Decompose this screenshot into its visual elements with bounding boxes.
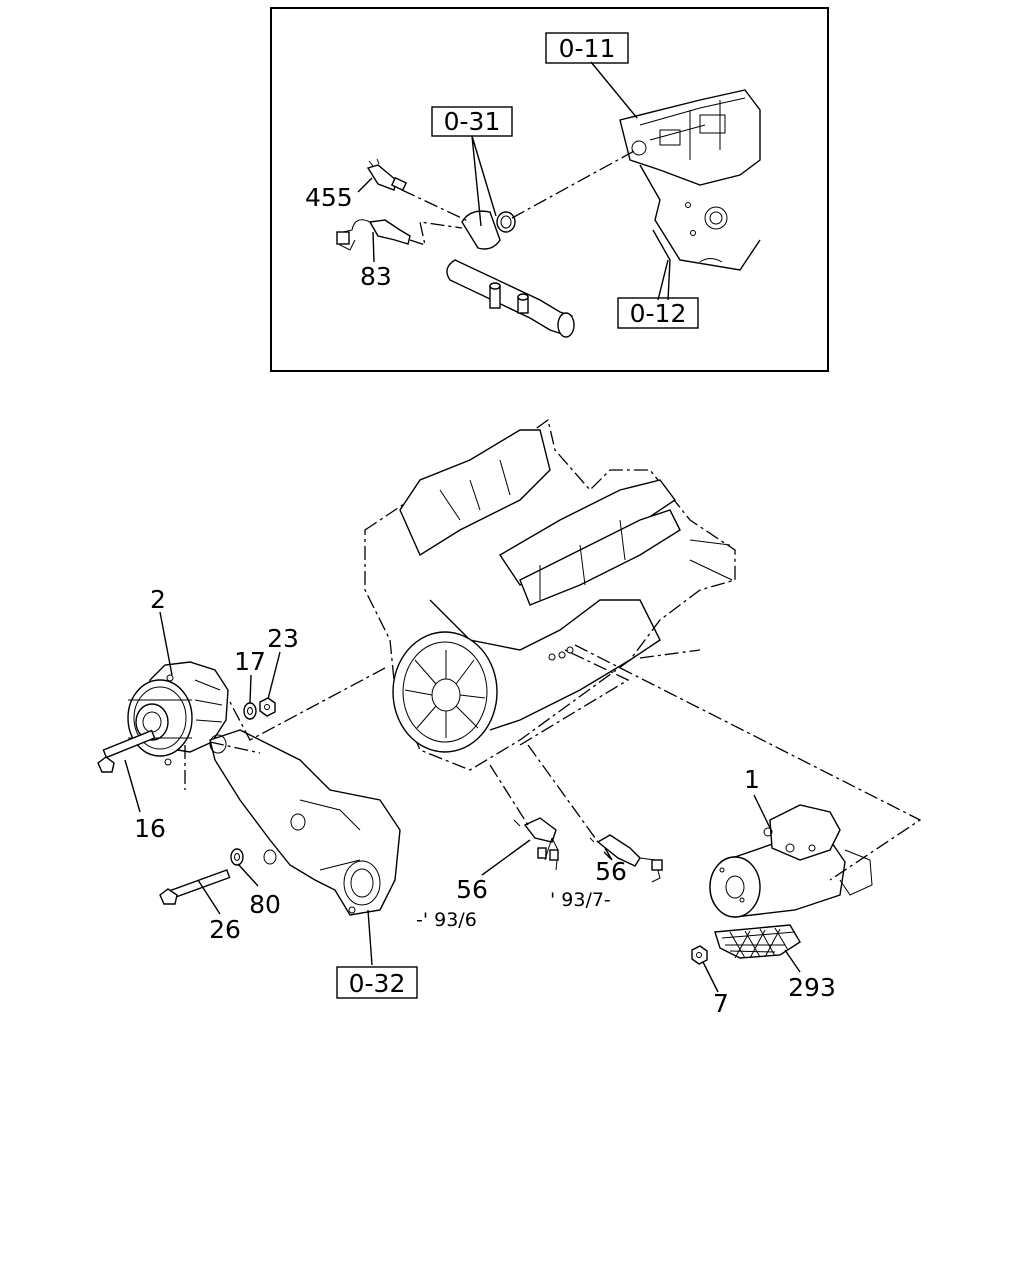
svg-text:0-31: 0-31 (444, 107, 501, 136)
water-pipe-detail (446, 210, 575, 338)
nut-23 (259, 697, 276, 717)
svg-text:0-32: 0-32 (349, 969, 406, 998)
inset-panel: 0-11 0-31 0-12 455 83 (270, 7, 829, 372)
engine-block-detail (619, 89, 761, 301)
callout-56-late: 56 (595, 857, 627, 886)
washer-80 (230, 848, 244, 866)
bolt-26 (159, 869, 231, 905)
svg-text:0-12: 0-12 (630, 299, 687, 328)
callout-2: 2 (150, 585, 166, 614)
callout-1: 1 (744, 765, 760, 794)
alternator-bracket (209, 729, 401, 916)
engine-assembly (364, 418, 736, 771)
sensor-83 (336, 219, 411, 251)
fan-pulley (392, 631, 498, 753)
callout-16: 16 (134, 814, 166, 843)
date-note-early: -' 93/6 (416, 909, 477, 931)
starter-motor (709, 804, 873, 918)
svg-text:0-11: 0-11 (559, 34, 616, 63)
date-note-late: ' 93/7- (550, 889, 611, 911)
ref-box-0-32: 0-32 (336, 966, 418, 999)
ref-box-0-31: 0-31 (431, 106, 513, 137)
bolt-16 (97, 729, 156, 773)
callout-23: 23 (267, 624, 299, 653)
callout-7: 7 (713, 989, 729, 1018)
washer-17 (243, 702, 257, 720)
callout-17: 17 (234, 647, 266, 676)
callout-293: 293 (788, 973, 836, 1002)
heat-shield-293 (714, 924, 801, 959)
nut-7 (691, 945, 708, 965)
sensor-56-late (589, 834, 663, 883)
sensor-56-early (513, 817, 559, 871)
callout-83: 83 (360, 262, 392, 291)
sensor-455 (366, 158, 408, 192)
callout-56-early: 56 (456, 875, 488, 904)
ref-box-0-11: 0-11 (545, 32, 629, 64)
callout-26: 26 (209, 915, 241, 944)
callout-80: 80 (249, 890, 281, 919)
ref-box-0-12: 0-12 (617, 297, 699, 329)
callout-455: 455 (305, 183, 353, 212)
